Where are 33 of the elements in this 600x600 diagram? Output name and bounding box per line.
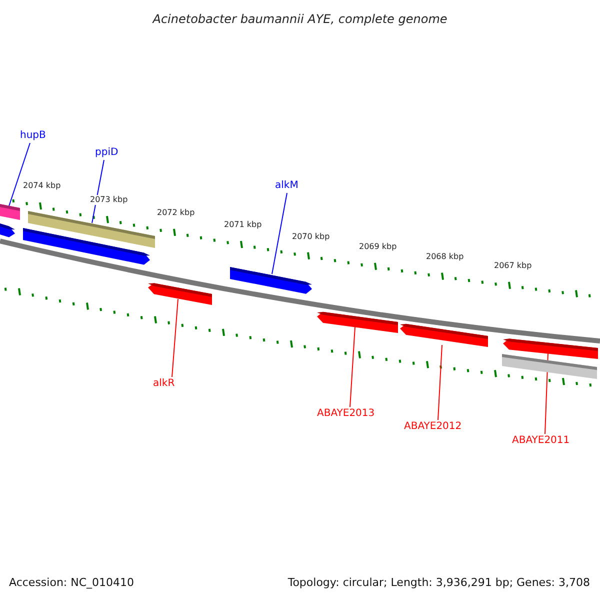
gene-block — [317, 312, 398, 333]
gene-label: ABAYE2011 — [512, 434, 570, 447]
gene-label: alkM — [275, 179, 298, 192]
gene-block — [503, 338, 598, 359]
position-label: 2069 kbp — [359, 242, 397, 252]
gene-block — [0, 222, 15, 238]
position-label: 2068 kbp — [426, 252, 464, 262]
gene-label: ABAYE2013 — [317, 407, 375, 420]
gene-label: ABAYE2012 — [404, 420, 462, 433]
gene-label: hupB — [20, 129, 46, 142]
position-label: 2071 kbp — [224, 220, 262, 230]
position-label: 2074 kbp — [23, 181, 61, 191]
leader-line — [438, 344, 442, 420]
gene-label: alkR — [153, 377, 175, 390]
gene-block — [148, 283, 212, 305]
gene-block — [0, 204, 20, 220]
position-label: 2067 kbp — [494, 261, 532, 271]
accession-text: Accession: NC_010410 — [9, 575, 134, 591]
genome-summary-text: Topology: circular; Length: 3,936,291 bp; Genes: 3,708 — [288, 575, 590, 591]
position-label: 2070 kbp — [292, 232, 330, 242]
gene-block — [400, 324, 488, 347]
gene-label: ppiD — [95, 146, 118, 159]
leader-line — [8, 142, 30, 206]
leader-line — [544, 352, 548, 434]
leader-line — [172, 298, 178, 378]
title: Acinetobacter baumannii AYE, complete genome — [151, 11, 448, 28]
gene-block — [502, 354, 597, 379]
leader-line — [350, 326, 356, 408]
gene-block — [23, 228, 150, 265]
leader-line — [272, 192, 288, 274]
position-label: 2073 kbp — [90, 195, 128, 205]
position-label: 2072 kbp — [157, 208, 195, 218]
gene-block — [230, 267, 312, 294]
